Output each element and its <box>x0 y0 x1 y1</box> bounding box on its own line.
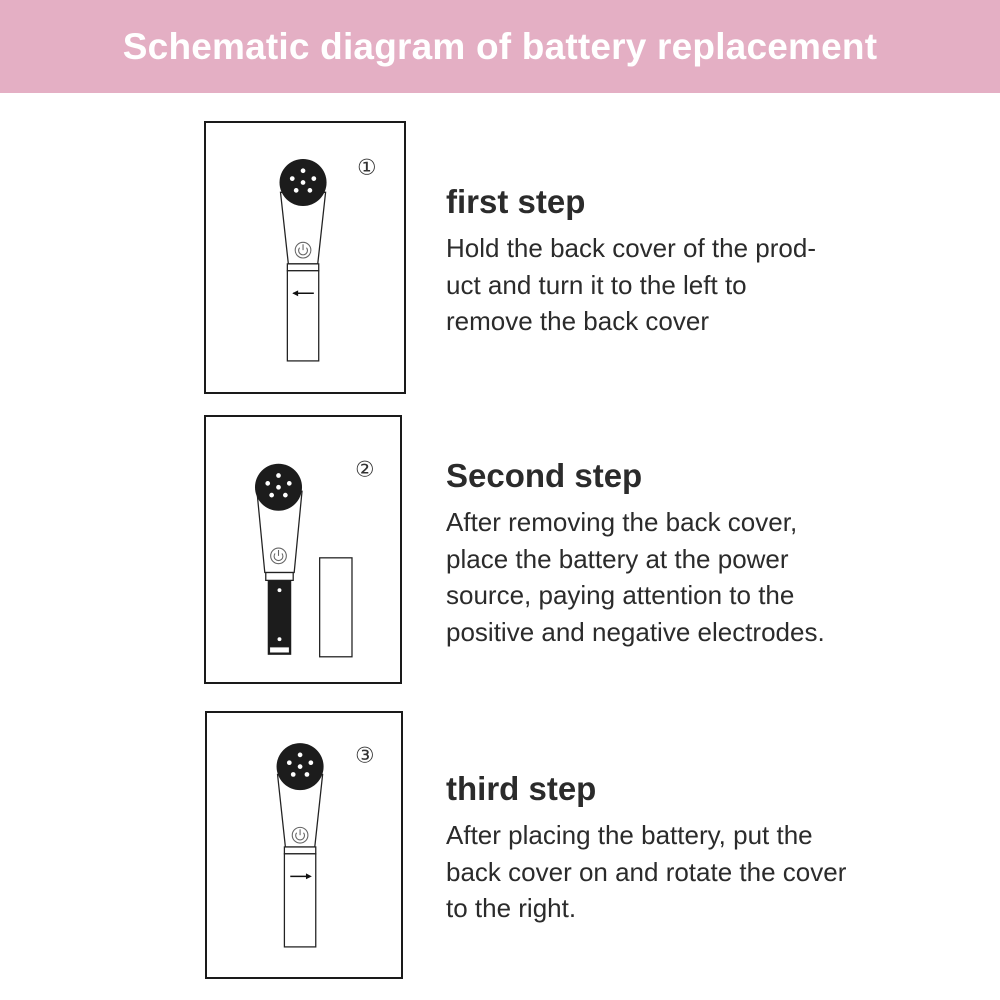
power-icon <box>294 241 312 259</box>
header-banner: Schematic diagram of battery replacement <box>0 0 1000 93</box>
back-cover <box>319 557 353 658</box>
step-2-device-drawing: ② <box>254 458 374 658</box>
step-description-line: to the right. <box>446 893 577 923</box>
back-cover <box>283 853 317 948</box>
step-description-line: After placing the battery, put the <box>446 820 813 850</box>
step-description-line: place the battery at the power <box>446 543 789 574</box>
arrow-left-icon <box>292 290 314 297</box>
step-3-device-drawing: ③ <box>276 743 374 948</box>
power-icon <box>291 826 309 844</box>
step-1-text: first step Hold the back cover of the pr… <box>446 182 966 340</box>
battery-compartment <box>267 580 292 655</box>
step-description-line: back cover on and rotate the cover <box>446 856 847 887</box>
step-number-badge: ③ <box>355 744 374 769</box>
step-2-illustration: ② <box>204 415 402 684</box>
step-description-line: After removing the back cover, <box>446 507 798 537</box>
step-1-illustration: ① <box>204 121 406 394</box>
step-3-illustration: ③ <box>205 711 403 979</box>
step-3-text: third step After placing the battery, pu… <box>446 769 966 927</box>
arrow-right-icon <box>290 873 312 880</box>
step-description-line: Hold the back cover of the prod- <box>446 233 816 263</box>
step-description-line: remove the back cover <box>446 306 710 336</box>
step-heading: third step <box>446 770 597 807</box>
power-icon <box>270 547 287 565</box>
step-number-badge: ② <box>355 458 374 483</box>
back-cover <box>286 270 320 362</box>
step-heading: first step <box>446 183 586 220</box>
step-description-line: source, paying attention to the <box>446 580 795 610</box>
step-description: After placing the battery, put the back … <box>446 817 966 927</box>
step-description: After removing the back cover, place the… <box>446 504 966 650</box>
step-heading: Second step <box>446 457 643 494</box>
page-title: Schematic diagram of battery replacement <box>122 25 878 67</box>
step-1-device-drawing: ① <box>279 156 376 362</box>
step-2-text: Second step After removing the back cove… <box>446 456 966 650</box>
step-description-line: positive and negative electrodes. <box>446 616 825 647</box>
step-description: Hold the back cover of the prod- uct and… <box>446 230 966 340</box>
step-number-badge: ① <box>357 156 376 181</box>
step-description-line: uct and turn it to the left to <box>446 269 747 300</box>
